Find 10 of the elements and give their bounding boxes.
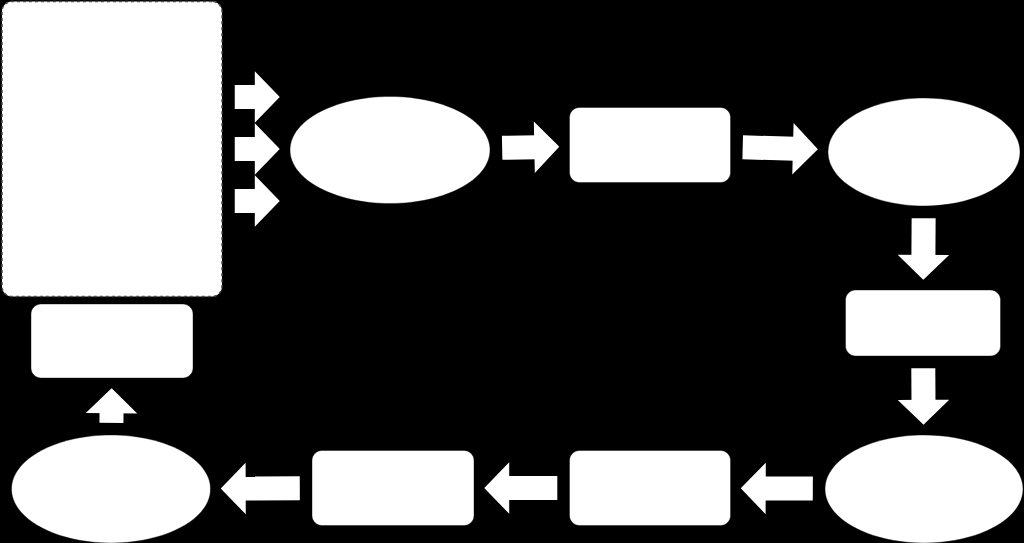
dashed-box — [1, 0, 223, 298]
process-box — [311, 450, 475, 526]
process-box — [569, 107, 731, 183]
process-box — [30, 303, 194, 379]
ellipse-node — [11, 434, 211, 543]
process-box — [569, 450, 731, 526]
ellipse-node — [289, 96, 491, 204]
process-box — [845, 289, 1001, 357]
ellipse-node — [824, 434, 1024, 543]
ellipse-node — [827, 97, 1021, 207]
